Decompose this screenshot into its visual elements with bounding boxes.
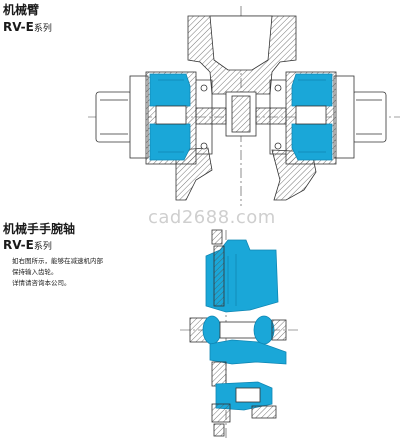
section2-series-suffix: 系列 [33,242,52,252]
watermark-text: cad2688.com [148,207,276,228]
arm-upper-inner [209,15,273,71]
right-shaft [255,107,287,125]
right-reducer-upper [291,73,333,107]
left-reducer-core [155,105,187,125]
left-reducer-upper [149,73,191,107]
right-motor-body [351,91,387,143]
wrist-bottom-tab [213,423,225,437]
right-motor-flange [333,75,355,159]
section1-series-prefix: RV-E [3,20,34,34]
wrist-shaft-right [271,319,287,341]
wrist-lower-housing [211,361,227,387]
section1-series: RV-E系列 [3,20,52,36]
section1-series-suffix: 系列 [33,24,52,34]
wrist-gear-left [202,315,222,345]
note-line-1: 如右图所示，能够在减速机内部 [12,257,103,265]
left-motor-body [95,91,133,143]
note-line-2: 保持输入齿轮。 [12,268,58,276]
bolt-left-top [200,84,208,92]
wrist-lower-reducer [209,339,287,365]
wrist-drawing [180,229,300,438]
right-reducer-core [295,105,327,125]
bolt-right-top [274,84,282,92]
wrist-bottom-housing-left [211,403,231,423]
section2-title: 机械手手腕轴 [3,222,76,236]
bolt-left-bottom [200,142,208,150]
left-motor-flange [129,75,149,159]
section2-note: 如右图所示，能够在减速机内部 保持输入齿轮。 详情请咨询本公司。 [12,256,103,289]
wrist-gear-right [253,315,275,345]
wrist-top-tab [211,229,223,245]
section1-title: 机械臂 [3,3,40,17]
note-line-3: 详情请咨询本公司。 [12,279,71,287]
arm-drawing [88,6,400,206]
section2-series: RV-E系列 [3,238,52,254]
right-reducer-lower [291,123,333,161]
bolt-right-bottom [274,142,282,150]
left-reducer-lower [149,123,191,161]
section2-series-prefix: RV-E [3,238,34,252]
wrist-upper-bracket [213,245,225,307]
left-shaft [195,107,227,125]
wrist-bottom-core [235,387,261,403]
arm-center-hub-hatch [231,95,251,133]
wrist-bottom-housing-right [251,405,277,419]
